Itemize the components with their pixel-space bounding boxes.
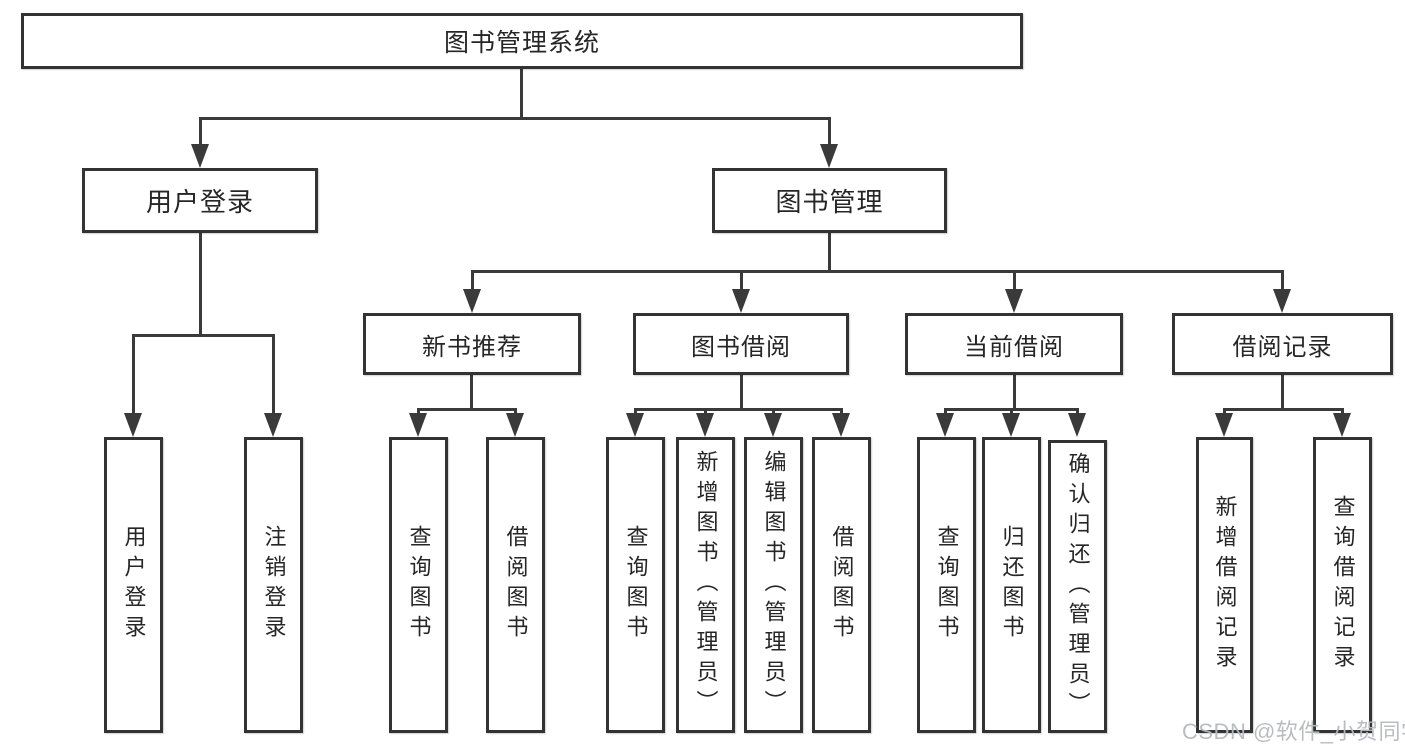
- node-label: 当前借阅: [964, 333, 1064, 361]
- connector-leaf-line: [772, 408, 775, 416]
- arrowhead-book-management: [820, 144, 838, 168]
- node-user-login: 用户登录: [82, 168, 318, 233]
- arrowhead-leaf-user-login: [124, 413, 142, 437]
- arrowhead-user-login: [191, 144, 209, 168]
- connector-leaf-line: [1076, 408, 1079, 416]
- node-label: 借阅记录: [1232, 333, 1333, 361]
- connector-borrowing-records-stem: [1281, 375, 1284, 410]
- connector-book-management-bus: [471, 270, 1283, 273]
- connector-book-borrowing-stem: [740, 375, 743, 410]
- connector-leaf-line: [944, 408, 947, 416]
- connector-borrowing-records-bus: [1223, 408, 1344, 411]
- connector-to-borrowing-records: [1281, 270, 1284, 291]
- arrowhead-leaf: [626, 413, 644, 437]
- arrowhead-leaf-logout: [264, 413, 282, 437]
- connector-leaf-line: [634, 408, 637, 416]
- connector-leaf-line: [417, 408, 420, 416]
- leaf-borrow-books-borrowing: 借阅图书: [812, 437, 871, 733]
- arrowhead-leaf: [696, 413, 714, 437]
- node-label: 图书借阅: [691, 333, 791, 361]
- node-label: 新书推荐: [422, 333, 522, 361]
- connector-new-book-bus: [417, 408, 517, 411]
- connector-leaf-line: [514, 408, 517, 416]
- node-label: 查询图书: [934, 525, 960, 645]
- node-current-borrowing: 当前借阅: [905, 313, 1123, 375]
- node-label: 查询图书: [623, 525, 649, 645]
- connector-user-login-bus: [132, 334, 275, 337]
- leaf-add-books-admin: 新增图书（管理员）: [676, 437, 735, 733]
- connector-leaf-line: [840, 408, 843, 416]
- node-label: 归还图书: [999, 525, 1025, 645]
- connector-leaf-line: [704, 408, 707, 416]
- node-label: 新增图书（管理员）: [693, 450, 719, 720]
- arrowhead-leaf: [936, 413, 954, 437]
- node-label: 图书管理: [775, 187, 884, 217]
- connector-user-login-stem: [199, 233, 202, 336]
- arrowhead-leaf: [409, 413, 427, 437]
- node-label: 用户登录: [121, 525, 147, 645]
- connector-to-book-borrowing: [740, 270, 743, 291]
- arrowhead-book-borrowing: [732, 289, 750, 313]
- connector-leaf-line: [1341, 408, 1344, 416]
- node-label: 确认归还（管理员）: [1065, 451, 1091, 722]
- connector-to-user-login: [199, 117, 202, 145]
- connector-new-book-stem: [470, 375, 473, 410]
- node-label: 编辑图书（管理员）: [761, 450, 787, 720]
- connector-current-borrowing-stem: [1013, 375, 1016, 410]
- leaf-query-books-recommend: 查询图书: [389, 437, 448, 733]
- node-book-management: 图书管理: [712, 168, 947, 233]
- connector-root-bus: [199, 117, 831, 120]
- node-library-management-system: 图书管理系统: [21, 13, 1023, 69]
- node-label: 借阅图书: [503, 525, 529, 645]
- leaf-add-borrow-record: 新增借阅记录: [1196, 437, 1253, 733]
- csdn-watermark: CSDN @软件_小贺同学: [1182, 719, 1405, 744]
- connector-leaf-line: [1223, 408, 1226, 416]
- node-label: 图书管理系统: [443, 29, 600, 57]
- node-book-borrowing: 图书借阅: [633, 313, 849, 375]
- connector-root-stem: [520, 69, 523, 119]
- arrowhead-leaf: [506, 413, 524, 437]
- arrowhead-leaf: [764, 413, 782, 437]
- node-label: 查询图书: [406, 525, 432, 645]
- leaf-logout-login: 注销登录: [244, 437, 303, 733]
- connector-to-leaf-logout: [272, 334, 275, 416]
- leaf-borrow-books-recommend: 借阅图书: [486, 437, 545, 733]
- node-new-book-recommendation: 新书推荐: [363, 313, 581, 375]
- leaf-query-borrow-record: 查询借阅记录: [1313, 437, 1372, 733]
- arrowhead-leaf: [832, 413, 850, 437]
- arrowhead-leaf: [1002, 413, 1020, 437]
- connector-to-current-borrowing: [1013, 270, 1016, 291]
- connector-book-management-stem: [828, 233, 831, 272]
- node-label: 新增借阅记录: [1212, 495, 1238, 675]
- node-label: 查询借阅记录: [1330, 495, 1356, 675]
- leaf-query-books-borrowing: 查询图书: [606, 437, 665, 733]
- arrowhead-current-borrowing: [1005, 289, 1023, 313]
- leaf-confirm-return-admin: 确认归还（管理员）: [1048, 440, 1107, 733]
- leaf-edit-books-admin: 编辑图书（管理员）: [744, 437, 803, 733]
- node-label: 用户登录: [145, 187, 254, 217]
- arrowhead-leaf: [1215, 413, 1233, 437]
- arrowhead-borrowing-records: [1273, 289, 1291, 313]
- connector-book-borrowing-bus: [634, 408, 843, 411]
- leaf-return-books: 归还图书: [982, 437, 1041, 733]
- leaf-user-login: 用户登录: [104, 437, 163, 733]
- leaf-query-books-current: 查询图书: [917, 437, 976, 733]
- node-label: 借阅图书: [829, 525, 855, 645]
- connector-leaf-line: [1010, 408, 1013, 416]
- connector-to-leaf-user-login: [132, 334, 135, 416]
- arrowhead-new-book: [463, 289, 481, 313]
- node-borrowing-records: 借阅记录: [1172, 313, 1393, 375]
- connector-to-new-book: [471, 270, 474, 291]
- connector-to-book-management: [828, 117, 831, 145]
- arrowhead-leaf: [1068, 413, 1086, 437]
- node-label: 注销登录: [261, 525, 287, 645]
- arrowhead-leaf: [1333, 413, 1351, 437]
